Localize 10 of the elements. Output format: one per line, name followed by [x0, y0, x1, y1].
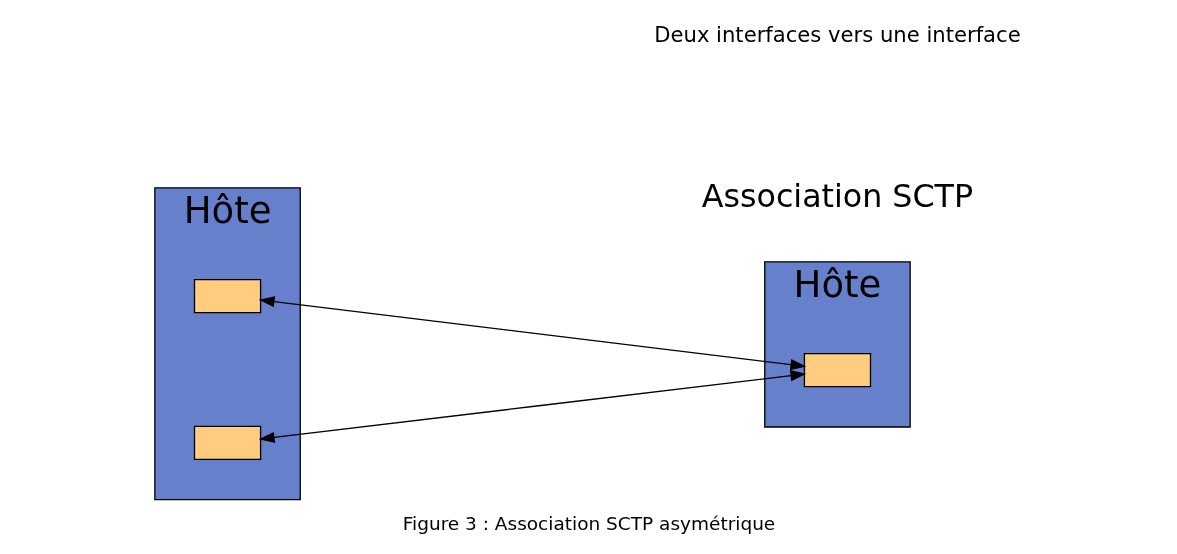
cluster: Hôte [763, 261, 911, 428]
node-box [193, 425, 261, 461]
node-box [193, 278, 261, 314]
label: Association SCTP [701, 177, 973, 214]
label: Deux interfaces vers une interface [653, 22, 1021, 48]
node-box [803, 353, 871, 388]
cluster: Hôte [153, 187, 301, 501]
caption: Figure 3 : Association SCTP asymétrique [402, 513, 775, 535]
arrow [258, 296, 806, 371]
arrow [258, 370, 806, 443]
